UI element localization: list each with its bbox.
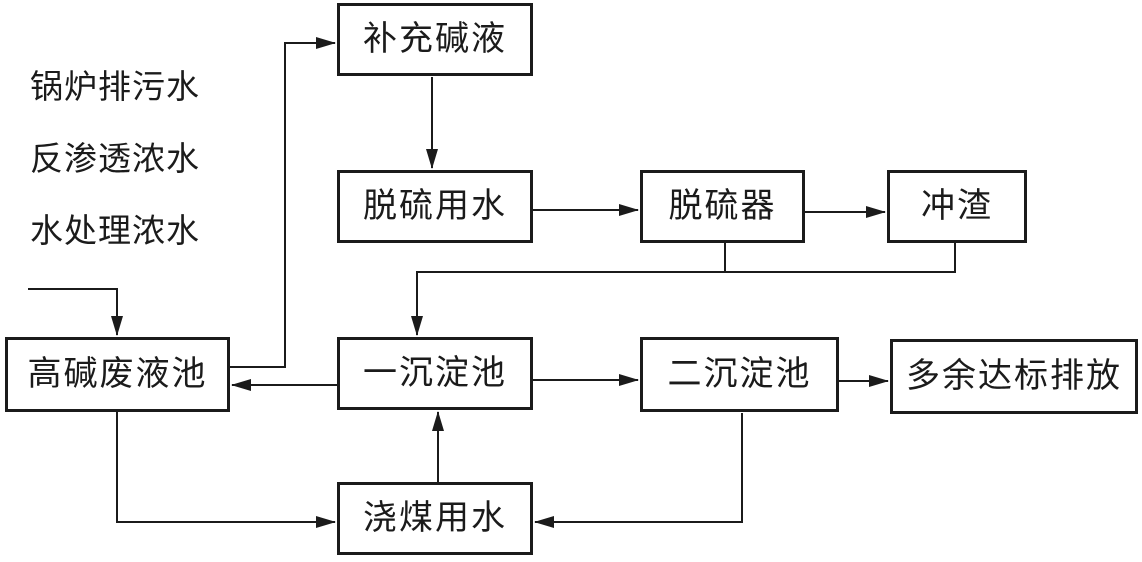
source-label-water-treatment-concentrate: 水处理浓水 — [30, 214, 200, 250]
node-label: 高碱废液池 — [27, 355, 208, 393]
node-label: 脱硫用水 — [363, 187, 507, 225]
node-secondary-sedimentation-tank: 二沉淀池 — [640, 337, 839, 412]
edge-sources-to-waste-pool — [28, 288, 123, 336]
node-desulfurization-water: 脱硫用水 — [337, 170, 533, 243]
node-label: 一沉淀池 — [363, 354, 507, 392]
node-high-alkali-waste-pool: 高碱废液池 — [5, 337, 230, 412]
edge-waste-pool-to-supplement-alkali — [230, 37, 336, 368]
node-label: 冲渣 — [921, 187, 993, 225]
source-label-ro-concentrate-water: 反渗透浓水 — [30, 142, 200, 178]
edge-waste-pool-to-coal-watering — [116, 412, 336, 528]
node-label: 脱硫器 — [668, 187, 777, 225]
node-supplement-alkali: 补充碱液 — [337, 3, 533, 76]
node-desulfurizer: 脱硫器 — [640, 170, 805, 243]
node-label: 补充碱液 — [363, 20, 507, 58]
node-excess-compliant-discharge: 多余达标排放 — [890, 339, 1138, 414]
node-label: 多余达标排放 — [906, 357, 1122, 395]
node-label: 浇煤用水 — [363, 499, 507, 537]
node-primary-sedimentation-tank: 一沉淀池 — [337, 337, 533, 410]
node-coal-watering: 浇煤用水 — [337, 482, 533, 555]
node-label: 二沉淀池 — [667, 355, 812, 393]
edge-slag-flushing-to-primary-sedimentation — [411, 243, 956, 336]
edge-secondary-sedimentation-to-coal-watering — [534, 413, 743, 528]
source-label-boiler-blowdown-water: 锅炉排污水 — [30, 70, 200, 106]
node-slag-flushing: 冲渣 — [887, 170, 1027, 243]
